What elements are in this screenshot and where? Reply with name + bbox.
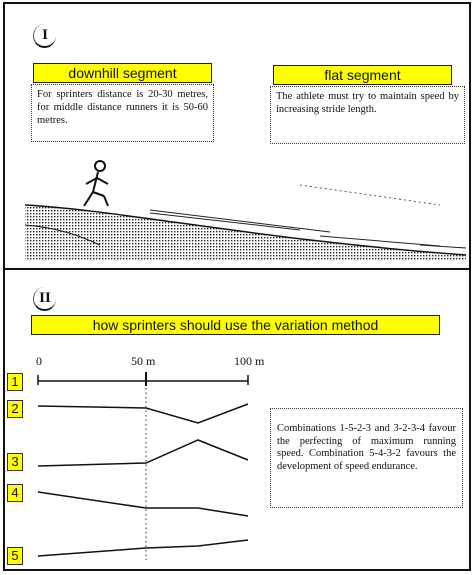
combinations-note: Combinations 1-5-2-3 and 3-2-3-4 favour …: [270, 408, 463, 508]
variation-4-curve: [38, 492, 248, 516]
variation-2-curve: [38, 404, 248, 423]
variation-5-curve: [38, 540, 248, 556]
variation-3-curve: [38, 440, 248, 466]
